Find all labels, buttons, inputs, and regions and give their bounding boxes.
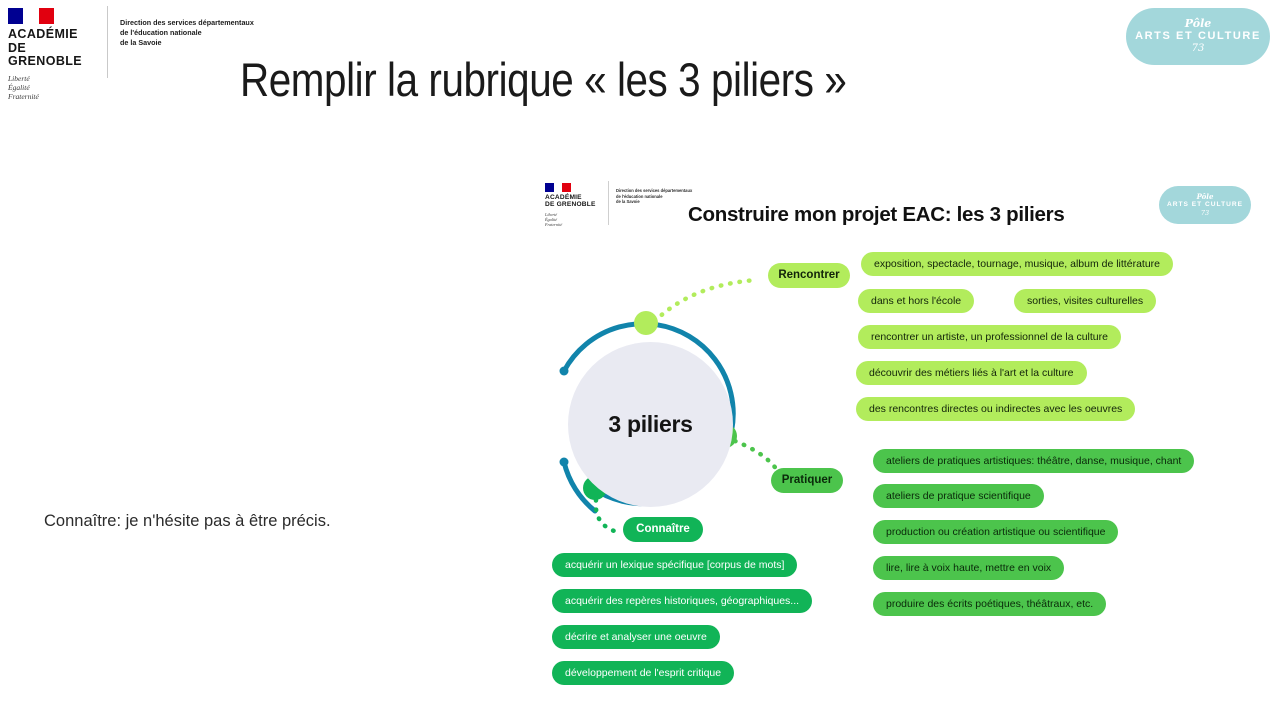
embedded-slide-title: Construire mon projet EAC: les 3 piliers (688, 203, 1065, 226)
branch-label-text: Rencontrer (778, 268, 840, 281)
pill-connaitre-1[interactable]: acquérir un lexique spécifique [corpus d… (552, 553, 798, 577)
circle-arc-lower (561, 459, 598, 514)
pole-number-text: 73 (1200, 209, 1210, 217)
pill-text: des rencontres directes ou indirectes av… (869, 402, 1123, 415)
branch-label-text: Connaître (636, 522, 690, 535)
center-circle-label: 3 piliers (608, 411, 693, 437)
pill-pratiquer-5[interactable]: produire des écrits poétiques, théâtraux… (873, 592, 1107, 616)
embedded-pole-badge: Pôle ARTS ET CULTURE 73 (1159, 186, 1251, 224)
marianne-logo: ACADÉMIE DE GRENOBLE Liberté Égalité Fra… (8, 8, 100, 101)
pill-text: sorties, visites culturelles (1027, 294, 1144, 307)
branch-label-connaitre[interactable]: Connaître (623, 517, 703, 542)
pill-connaitre-3[interactable]: décrire et analyser une oeuvre (552, 625, 720, 649)
pill-rencontrer-4[interactable]: rencontrer un artiste, un professionnel … (858, 325, 1121, 349)
slide-header: ACADÉMIE DE GRENOBLE Liberté Égalité Fra… (0, 0, 1280, 101)
embedded-marianne-logo: ACADÉMIE DE GRENOBLE Liberté Égalité Fra… (545, 183, 607, 227)
pole-main-text: ARTS ET CULTURE (1135, 30, 1261, 42)
embedded-dsden-label: Direction des services départementaux de… (616, 188, 693, 205)
pole-number-text: 73 (1191, 43, 1205, 54)
header-divider (107, 6, 108, 78)
pill-rencontrer-1[interactable]: exposition, spectacle, tournage, musique… (861, 252, 1173, 276)
pill-text: rencontrer un artiste, un professionnel … (871, 330, 1108, 343)
french-flag-icon (8, 8, 54, 24)
pill-pratiquer-3[interactable]: production ou création artistique ou sci… (873, 520, 1119, 544)
pill-text: produire des écrits poétiques, théâtraux… (886, 597, 1094, 610)
french-flag-icon (545, 183, 572, 192)
pole-script-text: Pôle (1196, 192, 1214, 201)
academy-name: ACADÉMIE DE GRENOBLE (545, 194, 596, 209)
republic-motto: Liberté Égalité Fraternité (8, 73, 39, 101)
branch-label-text: Pratiquer (781, 473, 833, 486)
academy-name: ACADÉMIE DE GRENOBLE (8, 27, 83, 68)
embedded-header-divider (608, 181, 609, 225)
republic-motto: Liberté Égalité Fraternité (545, 211, 563, 227)
pill-text: lire, lire à voix haute, mettre en voix (886, 561, 1052, 574)
branch-label-pratiquer[interactable]: Pratiquer (771, 468, 843, 493)
pill-pratiquer-1[interactable]: ateliers de pratiques artistiques: théât… (873, 449, 1195, 473)
pill-text: exposition, spectacle, tournage, musique… (874, 257, 1160, 270)
pill-rencontrer-5[interactable]: découvrir des métiers liés à l'art et la… (856, 361, 1087, 385)
pill-text: ateliers de pratique scientifique (886, 489, 1031, 502)
connector-connaitre (593, 497, 625, 536)
connector-rencontrer (645, 277, 759, 331)
pill-pratiquer-4[interactable]: lire, lire à voix haute, mettre en voix (873, 556, 1065, 580)
pill-text: découvrir des métiers liés à l'art et la… (869, 366, 1074, 379)
pole-main-text: ARTS ET CULTURE (1166, 201, 1244, 208)
pill-text: décrire et analyser une oeuvre (565, 630, 707, 643)
embedded-slide: ACADÉMIE DE GRENOBLE Liberté Égalité Fra… (520, 175, 1280, 695)
branch-label-rencontrer[interactable]: Rencontrer (768, 263, 850, 288)
pill-text: développement de l'esprit critique (565, 666, 722, 679)
pill-text: production ou création artistique ou sci… (886, 525, 1106, 538)
body-note-text: Connaître: je n'hésite pas à être précis… (44, 512, 331, 530)
pill-rencontrer-3[interactable]: sorties, visites culturelles (1014, 289, 1157, 313)
pill-connaitre-2[interactable]: acquérir des repères historiques, géogra… (552, 589, 813, 613)
pill-text: dans et hors l'école (871, 294, 962, 307)
pill-connaitre-4[interactable]: développement de l'esprit critique (552, 661, 735, 685)
center-circle: 3 piliers (568, 342, 733, 507)
pill-text: ateliers de pratiques artistiques: théât… (886, 454, 1182, 467)
arc-endpoint-dot-top (559, 366, 569, 376)
pole-arts-culture-badge: Pôle ARTS ET CULTURE 73 (1126, 8, 1270, 65)
node-rencontrer[interactable] (634, 311, 658, 335)
pill-pratiquer-2[interactable]: ateliers de pratique scientifique (873, 484, 1044, 508)
pill-rencontrer-6[interactable]: des rencontres directes ou indirectes av… (856, 397, 1136, 421)
pill-text: acquérir un lexique spécifique [corpus d… (565, 558, 785, 571)
page-title: Remplir la rubrique « les 3 piliers » (240, 53, 847, 106)
pole-script-text: Pôle (1184, 17, 1212, 30)
pill-text: acquérir des repères historiques, géogra… (565, 594, 800, 607)
connector-pratiquer (732, 438, 787, 486)
pill-rencontrer-2[interactable]: dans et hors l'école (858, 289, 975, 313)
dsden-label: Direction des services départementaux de… (120, 18, 254, 47)
